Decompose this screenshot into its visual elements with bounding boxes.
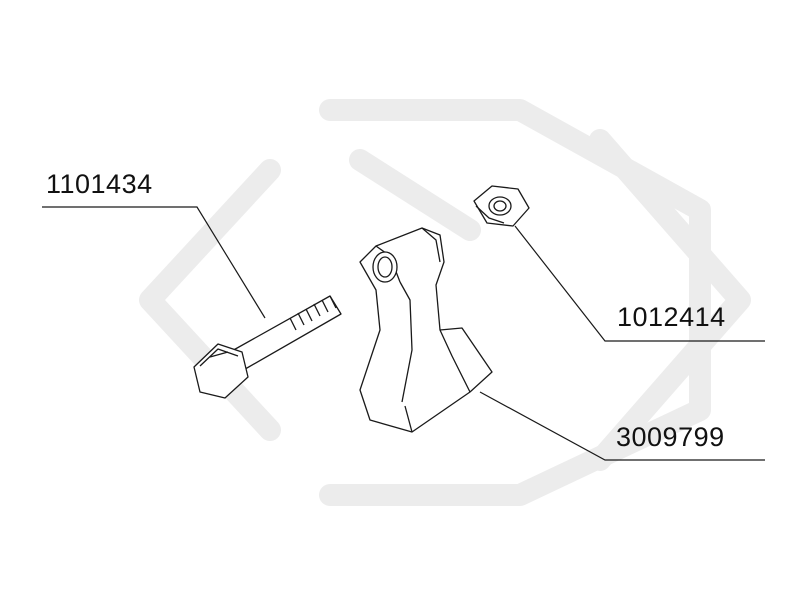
part-label-bolt: 1101434 [46,169,153,199]
hex-nut-icon [473,185,530,227]
part-label-blade: 3009799 [616,422,725,452]
part-label-nut: 1012414 [617,302,726,332]
hammer-blade-icon [359,227,493,433]
leader-lines [42,206,765,461]
hex-bolt-icon [193,295,342,399]
leader-line-blade [479,391,765,461]
leader-line-nut [514,225,765,342]
leader-line-bolt [42,206,266,319]
